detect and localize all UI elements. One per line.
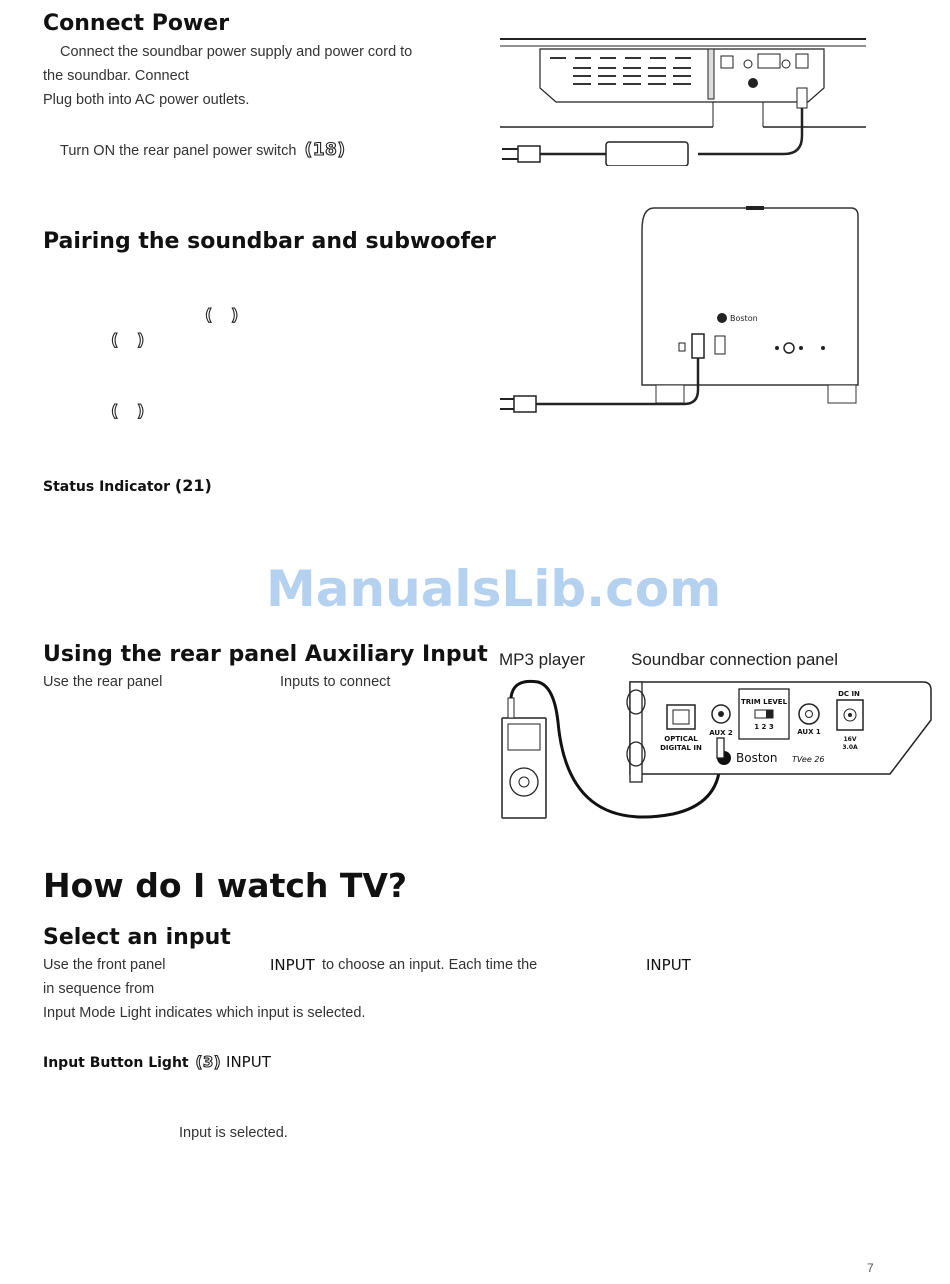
input-button-light-label: Input Button Light <box>43 1055 189 1071</box>
connect-power-line-3: Plug both into AC power outlets. <box>43 92 250 108</box>
trim-level-label: TRIM LEVEL <box>741 698 788 706</box>
voltage-label-1: 16V <box>844 736 857 743</box>
status-indicator-label: Status Indicator <box>43 479 171 495</box>
aux2-label: AUX 2 <box>709 729 733 737</box>
select-input-line-3: Input Mode Light indicates which input i… <box>43 1005 366 1021</box>
soundbar-power-illustration <box>500 38 866 166</box>
aux-text-b: Inputs to connect <box>280 674 391 690</box>
input-button-light-line: Input Button Light (3) INPUT <box>43 1052 271 1071</box>
trim-level-numbers: 1 2 3 <box>754 723 774 731</box>
select-input-text-1: Use the front panel <box>43 957 166 973</box>
input-button-light-input: INPUT <box>226 1053 271 1071</box>
soundbar-panel-caption: Soundbar connection panel <box>631 650 838 669</box>
voltage-label-2: 3.0A <box>842 744 858 751</box>
section-heading-connect-power: Connect Power <box>43 11 230 36</box>
callout-18: (18) <box>304 139 346 160</box>
aux-connection-illustration: OPTICAL DIGITAL IN AUX 2 TRIM LEVEL 1 2 … <box>501 679 932 819</box>
input-button-word-1: INPUT <box>270 956 315 974</box>
subwoofer-illustration: Boston <box>500 206 859 413</box>
section-heading-aux: Using the rear panel Auxiliary Input <box>43 642 488 667</box>
connect-power-line-4: Turn ON the rear panel power switch (18) <box>60 139 346 160</box>
boston-brand-text: Boston <box>736 751 777 765</box>
empty-callout-3: ( ) <box>110 400 145 420</box>
watermark: ManualsLib.com <box>266 560 722 618</box>
select-input-line-2: in sequence from <box>43 981 155 997</box>
select-input-text-2: to choose an input. Each time the <box>322 957 538 973</box>
status-indicator-line: Status Indicator (21) <box>43 476 212 495</box>
model-text: TVee 26 <box>792 755 824 764</box>
subwoofer-brand-text: Boston <box>730 314 758 323</box>
connect-power-line-2: the soundbar. Connect <box>43 68 189 84</box>
callout-3: (3) <box>195 1052 222 1071</box>
aux1-label: AUX 1 <box>797 728 821 736</box>
mp3-player-caption: MP3 player <box>499 650 585 669</box>
optical-label-1: OPTICAL <box>664 735 698 743</box>
optical-label-2: DIGITAL IN <box>660 744 702 752</box>
section-heading-pairing: Pairing the soundbar and subwoofer <box>43 229 496 254</box>
power-switch-text: Turn ON the rear panel power switch <box>60 143 297 159</box>
page-heading-watch-tv: How do I watch TV? <box>43 866 408 905</box>
callout-21: (21) <box>174 476 212 495</box>
mp3-player-screen <box>507 723 541 751</box>
empty-callout-2: ( ) <box>110 329 145 349</box>
input-selected-line: Input is selected. <box>179 1125 288 1141</box>
empty-callout-1: ( ) <box>204 304 239 324</box>
input-button-word-2: INPUT <box>646 956 691 974</box>
connect-power-line-1: Connect the soundbar power supply and po… <box>60 44 413 60</box>
aux-text-a: Use the rear panel <box>43 674 163 690</box>
section-heading-select-input: Select an input <box>43 925 231 950</box>
dcin-label: DC IN <box>838 690 860 698</box>
page-number: 7 <box>867 1261 874 1275</box>
